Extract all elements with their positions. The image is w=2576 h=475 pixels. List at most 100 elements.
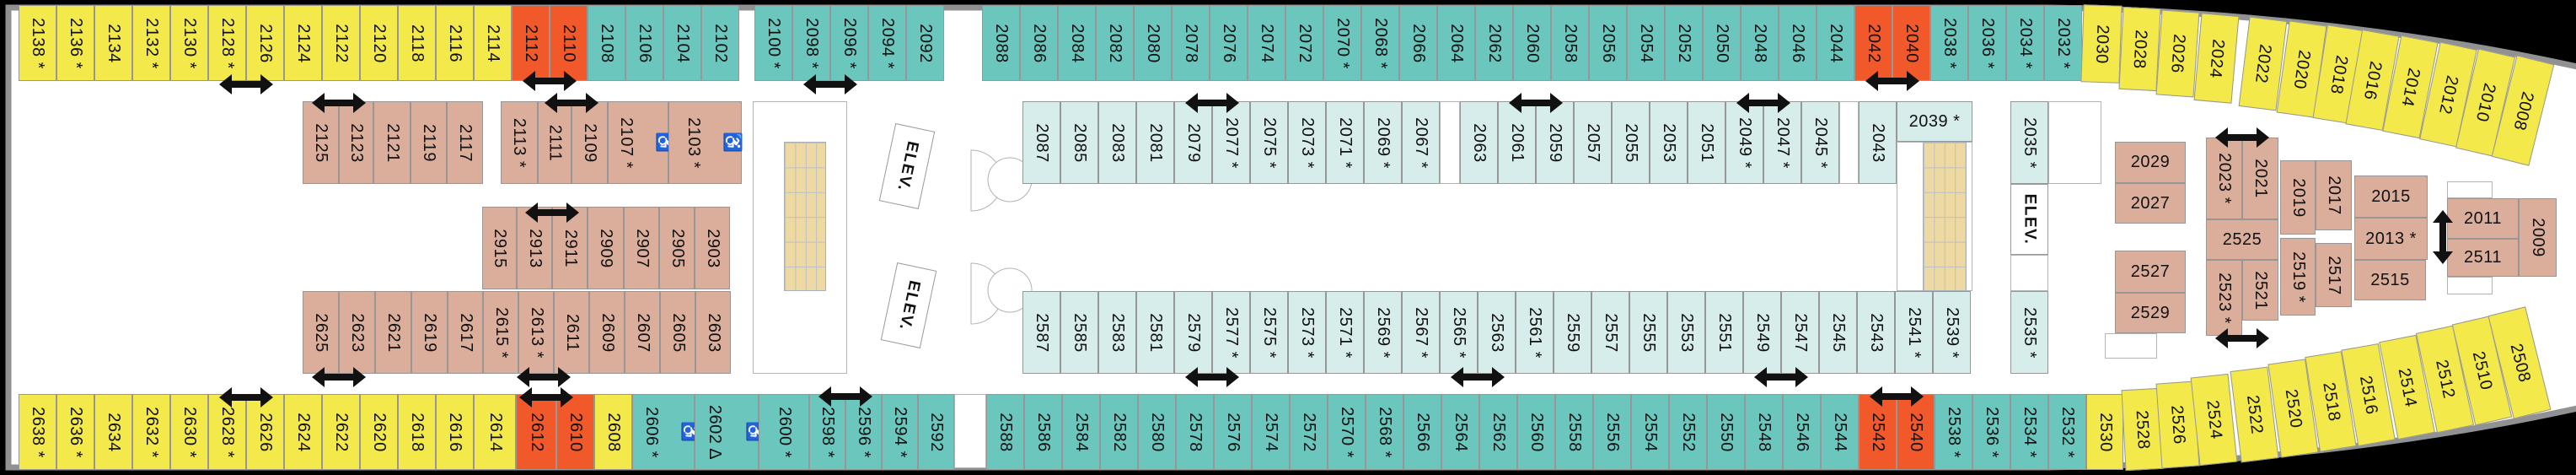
cabin-2554[interactable]: 2554 (1631, 394, 1669, 470)
cabin-2630[interactable]: 2630 * (170, 394, 208, 470)
cabin-2539[interactable]: 2539 * (1933, 291, 1971, 374)
cabin-2038[interactable]: 2038 * (1930, 5, 1968, 81)
cabin-2615[interactable]: 2615 * (483, 291, 518, 374)
cabin-2624[interactable]: 2624 (284, 394, 322, 470)
cabin-2571[interactable]: 2571 * (1326, 291, 1364, 374)
cabin-2030[interactable]: 2030 (2080, 4, 2123, 84)
cabin-2511[interactable]: 2511 (2447, 239, 2519, 277)
cabin-2574[interactable]: 2574 (1252, 394, 1290, 470)
cabin-2541[interactable]: 2541 * (1895, 291, 1933, 374)
cabin-2636[interactable]: 2636 * (56, 394, 94, 470)
cabin-2132[interactable]: 2132 * (132, 5, 170, 81)
cabin-2546[interactable]: 2546 (1783, 394, 1821, 470)
cabin-2572[interactable]: 2572 (1290, 394, 1328, 470)
cabin-2121[interactable]: 2121 (373, 101, 411, 184)
cabin-2603[interactable]: 2603 (695, 291, 731, 374)
cabin-2009[interactable]: 2009 (2519, 198, 2557, 277)
cabin-2034[interactable]: 2034 * (2006, 5, 2044, 81)
cabin-2515[interactable]: 2515 (2354, 260, 2426, 300)
cabin-2048[interactable]: 2048 (1741, 5, 1779, 81)
cabin-2111[interactable]: 2111 (538, 101, 572, 184)
cabin-2517[interactable]: 2517 (2316, 243, 2352, 307)
cabin-2563[interactable]: 2563 (1478, 291, 1516, 374)
cabin-2618[interactable]: 2618 (398, 394, 436, 470)
cabin-2096[interactable]: 2096 * (830, 5, 868, 81)
cabin-2060[interactable]: 2060 (1513, 5, 1551, 81)
cabin-2077[interactable]: 2077 * (1212, 101, 1250, 184)
cabin-2122[interactable]: 2122 (322, 5, 360, 81)
cabin-2638[interactable]: 2638 * (19, 394, 56, 470)
cabin-2570[interactable]: 2570 * (1328, 394, 1366, 470)
cabin-2558[interactable]: 2558 (1555, 394, 1593, 470)
cabin-2116[interactable]: 2116 (436, 5, 474, 81)
cabin-2136[interactable]: 2136 * (56, 5, 94, 81)
cabin-2078[interactable]: 2078 (1172, 5, 1210, 81)
cabin-2596[interactable]: 2596 * (845, 394, 882, 470)
cabin-2536[interactable]: 2536 * (1972, 394, 2010, 470)
cabin-2549[interactable]: 2549 (1743, 291, 1781, 374)
cabin-2538[interactable]: 2538 * (1935, 394, 1972, 470)
cabin-2544[interactable]: 2544 (1821, 394, 1859, 470)
cabin-2575[interactable]: 2575 * (1250, 291, 1288, 374)
cabin-2619[interactable]: 2619 (411, 291, 448, 374)
cabin-2044[interactable]: 2044 (1817, 5, 1854, 81)
cabin-2532[interactable]: 2532 * (2048, 394, 2086, 470)
cabin-2552[interactable]: 2552 (1669, 394, 1707, 470)
cabin-2600[interactable]: 2600 * (759, 394, 809, 470)
cabin-2056[interactable]: 2056 (1589, 5, 1627, 81)
cabin-2543[interactable]: 2543 (1857, 291, 1895, 374)
cabin-2054[interactable]: 2054 (1627, 5, 1665, 81)
cabin-2107[interactable]: 2107 *♿ (608, 101, 674, 184)
cabin-2609[interactable]: 2609 (589, 291, 625, 374)
cabin-2583[interactable]: 2583 (1098, 291, 1136, 374)
cabin-2573[interactable]: 2573 * (1288, 291, 1326, 374)
cabin-2100[interactable]: 2100 * (754, 5, 792, 81)
cabin-2617[interactable]: 2617 (448, 291, 483, 374)
cabin-2120[interactable]: 2120 (360, 5, 398, 81)
cabin-2565[interactable]: 2565 * (1440, 291, 1478, 374)
cabin-2623[interactable]: 2623 (339, 291, 375, 374)
cabin-2104[interactable]: 2104 (663, 5, 701, 81)
cabin-2088[interactable]: 2088 (982, 5, 1020, 81)
cabin-2027[interactable]: 2027 (2115, 183, 2186, 224)
cabin-2086[interactable]: 2086 (1020, 5, 1058, 81)
cabin-2051[interactable]: 2051 (1688, 101, 1725, 184)
cabin-2138[interactable]: 2138 * (19, 5, 56, 81)
cabin-2036[interactable]: 2036 * (1968, 5, 2006, 81)
cabin-2103[interactable]: 2103 *♿ (668, 101, 742, 184)
cabin-2109[interactable]: 2109 (572, 101, 608, 184)
cabin-2612[interactable]: 2612 (516, 394, 556, 470)
cabin-2529[interactable]: 2529 (2115, 293, 2186, 333)
cabin-2021[interactable]: 2021 (2242, 138, 2278, 219)
cabin-2064[interactable]: 2064 (1437, 5, 1475, 81)
cabin-2562[interactable]: 2562 (1479, 394, 1517, 470)
cabin-2613[interactable]: 2613 * (518, 291, 554, 374)
cabin-2082[interactable]: 2082 (1096, 5, 1134, 81)
cabin-2068[interactable]: 2068 * (1361, 5, 1399, 81)
cabin-2564[interactable]: 2564 (1441, 394, 1479, 470)
cabin-2124[interactable]: 2124 (284, 5, 322, 81)
cabin-2628[interactable]: 2628 * (208, 394, 246, 470)
cabin-2035[interactable]: 2035 * (2010, 101, 2048, 184)
cabin-2905[interactable]: 2905 (659, 207, 695, 289)
cabin-2040[interactable]: 2040 (1892, 5, 1930, 81)
cabin-2555[interactable]: 2555 (1629, 291, 1667, 374)
cabin-2582[interactable]: 2582 (1100, 394, 1138, 470)
cabin-2052[interactable]: 2052 (1665, 5, 1703, 81)
cabin-2621[interactable]: 2621 (375, 291, 411, 374)
cabin-2130[interactable]: 2130 * (170, 5, 208, 81)
cabin-2084[interactable]: 2084 (1058, 5, 1096, 81)
cabin-2085[interactable]: 2085 (1060, 101, 1098, 184)
cabin-2013[interactable]: 2013 * (2354, 218, 2428, 260)
cabin-2050[interactable]: 2050 (1703, 5, 1741, 81)
cabin-2094[interactable]: 2094 * (868, 5, 906, 81)
cabin-2019[interactable]: 2019 (2280, 160, 2316, 235)
cabin-2608[interactable]: 2608 (594, 394, 632, 470)
cabin-2045[interactable]: 2045 * (1801, 101, 1839, 184)
cabin-2527[interactable]: 2527 (2115, 251, 2186, 293)
cabin-2607[interactable]: 2607 (625, 291, 660, 374)
cabin-2525[interactable]: 2525 (2206, 219, 2278, 260)
cabin-2074[interactable]: 2074 (1248, 5, 1285, 81)
cabin-2530[interactable]: 2530 (2086, 394, 2123, 470)
cabin-2026[interactable]: 2026 (2155, 9, 2200, 98)
